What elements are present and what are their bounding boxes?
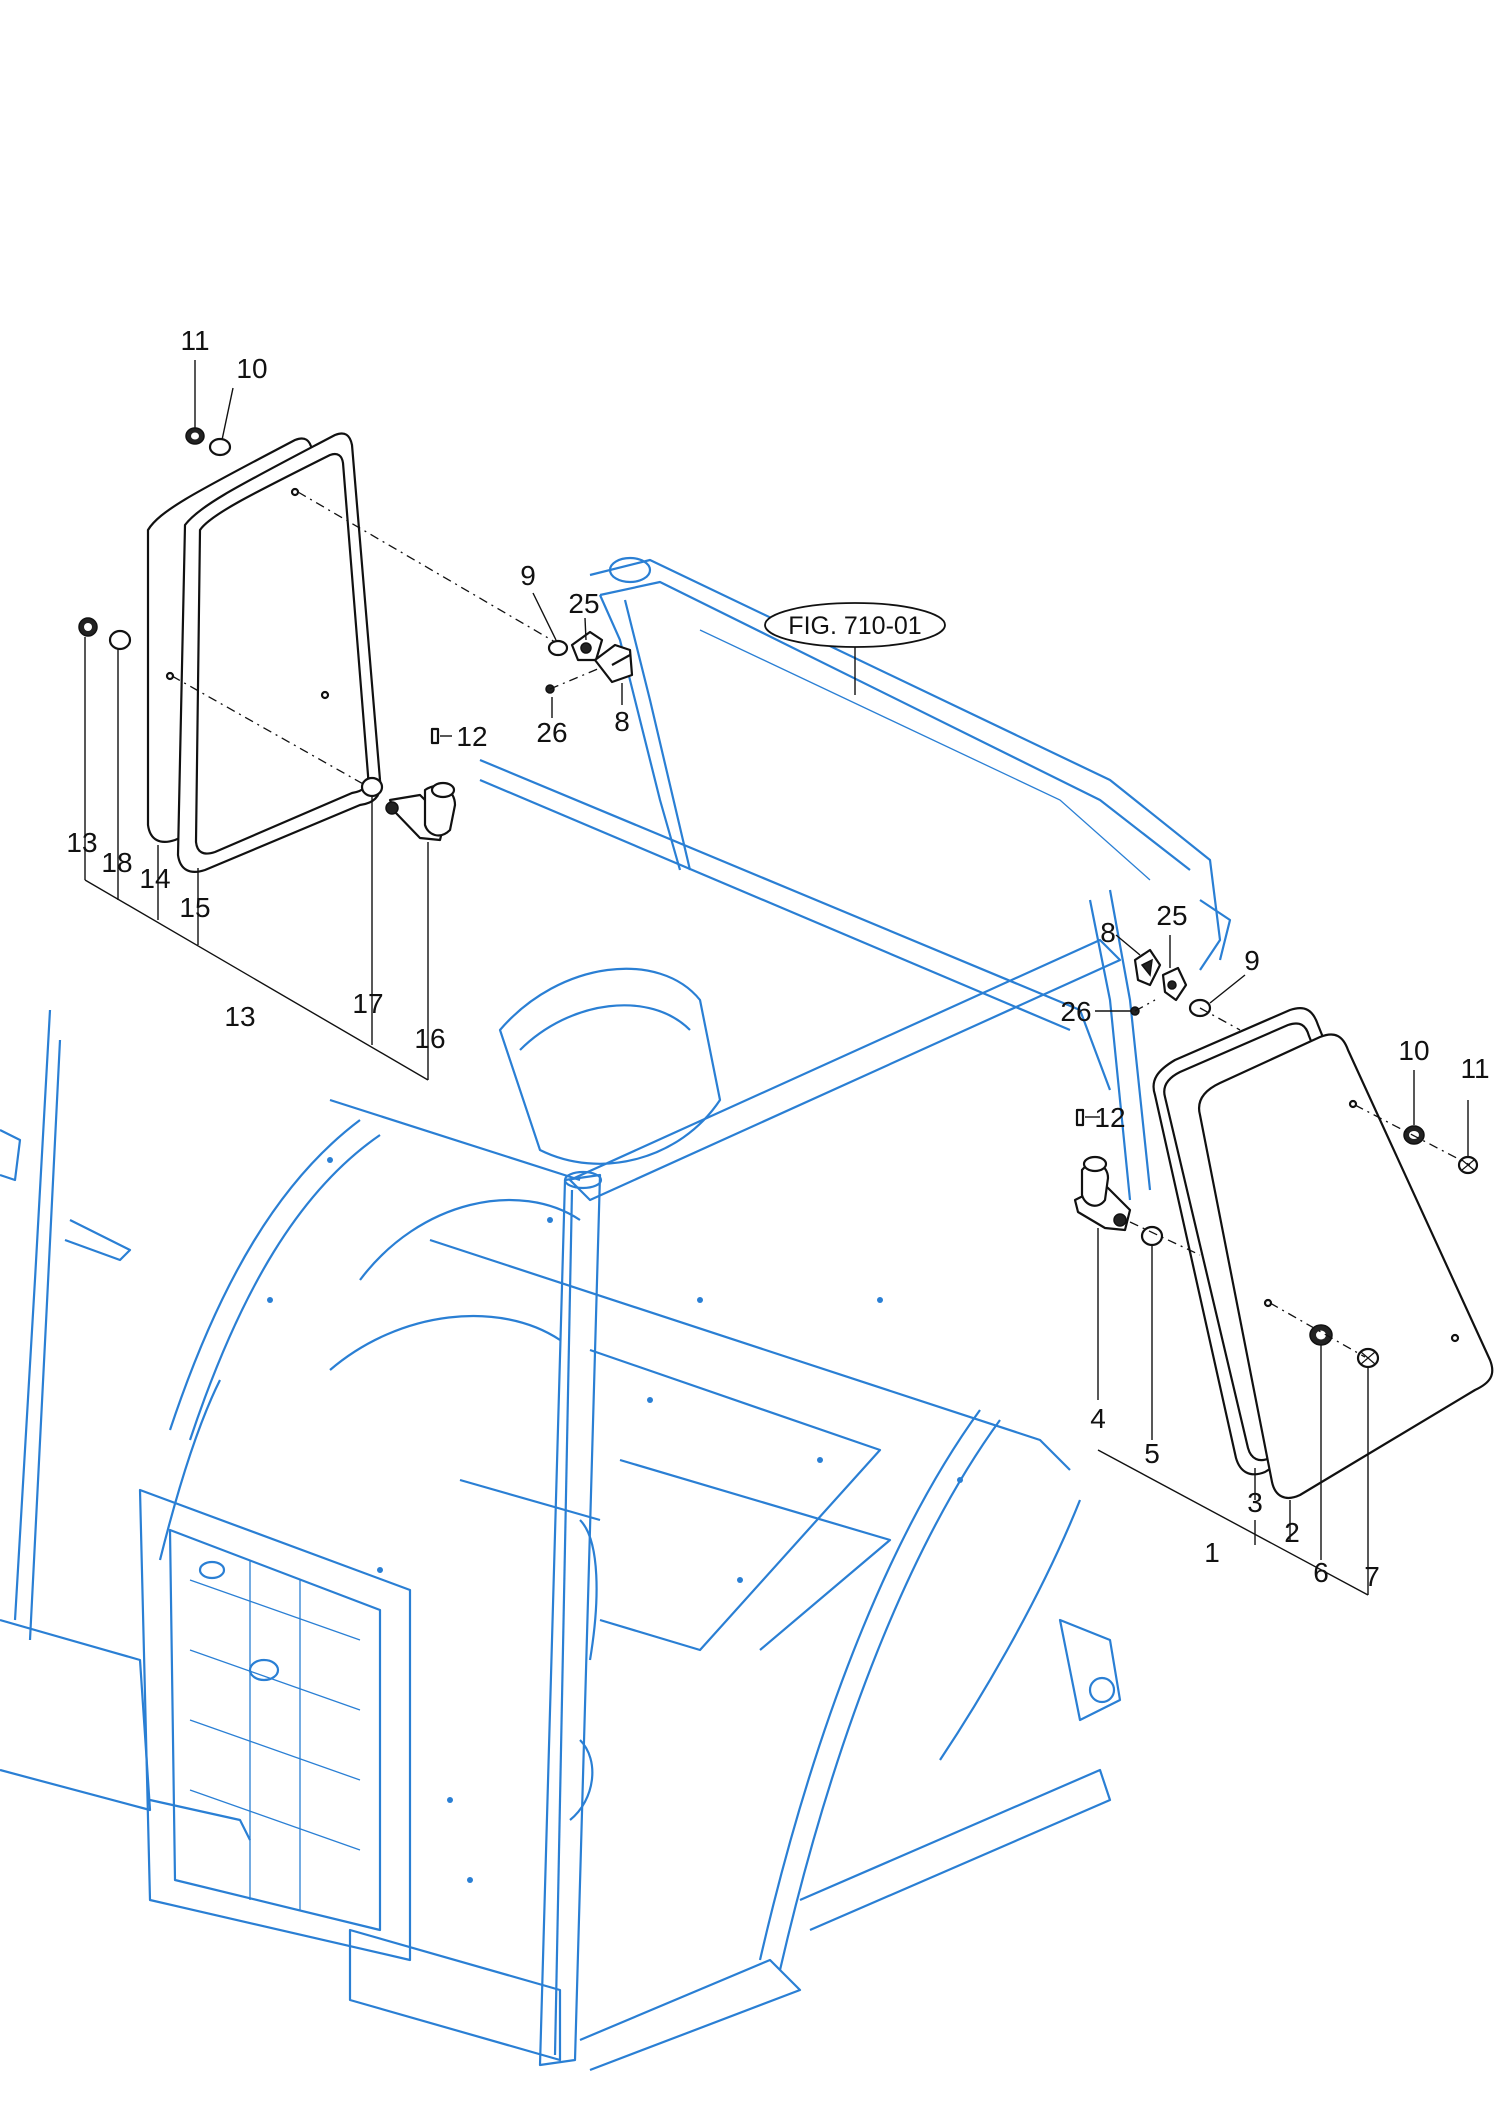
upper-latch-assembly: [545, 630, 634, 694]
callout-label: 2: [1284, 1517, 1300, 1548]
callout-label: 8: [614, 706, 630, 737]
upper-bracket-25: [570, 630, 604, 662]
callout-label: 4: [1090, 1403, 1106, 1434]
callout-label: 9: [1244, 945, 1260, 976]
figure-reference: FIG. 710-01: [764, 602, 946, 648]
callout-label: 13: [224, 1001, 255, 1032]
left-window-inner-frame: [194, 452, 370, 855]
right-washer-5: [1140, 1225, 1164, 1247]
callout-label: 12: [456, 721, 487, 752]
left-washer-10: [208, 437, 232, 457]
figure-reference-label: FIG. 710-01: [788, 612, 921, 640]
right-washer-10: [1403, 1125, 1425, 1145]
callout-label: 6: [1313, 1557, 1329, 1588]
callout-label: 10: [1398, 1035, 1429, 1066]
callout-label: 8: [1100, 917, 1116, 948]
right-bracket-25: [1161, 966, 1188, 1002]
callout-label: 26: [1060, 996, 1091, 1027]
right-window-handle-4: [1073, 1155, 1132, 1232]
upper-washer-9: [547, 639, 569, 657]
right-catch-8: [1133, 948, 1162, 987]
callout-label: 14: [139, 863, 170, 894]
cab-frame: [0, 556, 1232, 2072]
left-window-assembly: [78, 427, 556, 873]
callout-label: 11: [1460, 1053, 1489, 1084]
right-pin-12: [1075, 1108, 1085, 1127]
callout-label: 5: [1144, 1438, 1160, 1469]
callout-label: 13: [66, 827, 97, 858]
callout-label: 10: [236, 353, 267, 384]
callout-label: 9: [520, 560, 536, 591]
callout-label: 18: [101, 847, 132, 878]
callout-label: 17: [352, 988, 383, 1019]
callout-label: 25: [1156, 900, 1187, 931]
right-nut-11: [1457, 1155, 1479, 1175]
callout-label: 25: [568, 588, 599, 619]
callout-label: 7: [1364, 1561, 1380, 1592]
callout-label: 1: [1204, 1537, 1220, 1568]
callout-label: 15: [179, 892, 210, 923]
leader-lines: [84, 360, 1469, 1596]
left-pin-12: [430, 727, 440, 745]
left-nut-11: [185, 427, 205, 445]
left-window-handle-16: [385, 781, 457, 842]
callout-label: 26: [536, 717, 567, 748]
right-window-glass: [1197, 1033, 1494, 1499]
callout-label: 12: [1094, 1102, 1125, 1133]
callout-label: 11: [180, 325, 209, 356]
left-washer-17: [360, 776, 384, 798]
callout-label: 16: [414, 1023, 445, 1054]
upper-catch-8: [593, 643, 634, 684]
right-window-assembly: [1073, 999, 1494, 1499]
callout-label: 3: [1247, 1487, 1263, 1518]
left-nut-13: [78, 617, 98, 637]
left-washer-18: [108, 629, 132, 651]
callout-labels: 11 10 13 18 14 15 13 17 16 12 9 25 26 8 …: [66, 325, 1489, 1592]
right-nut-7: [1356, 1347, 1380, 1369]
